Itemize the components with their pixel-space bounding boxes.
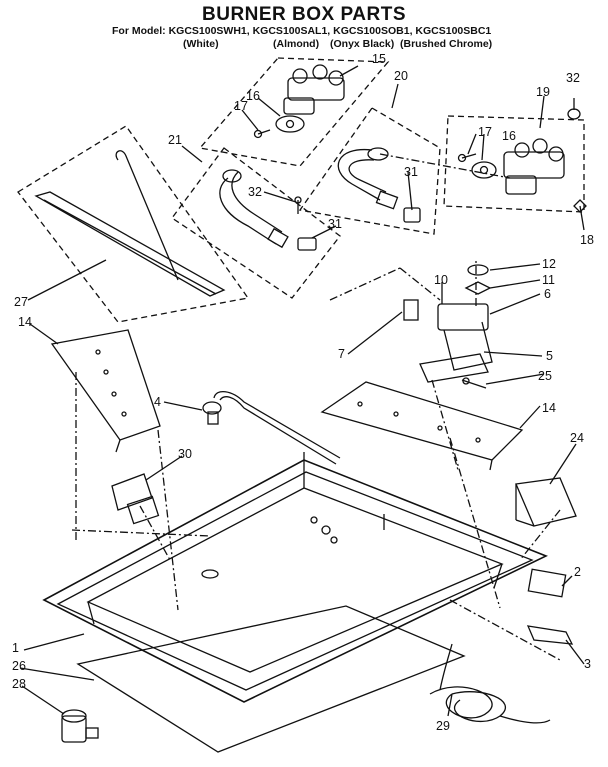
leader-lines	[71, 153, 561, 661]
part-burner-tube-21	[219, 169, 317, 251]
callout-32-left: 32	[248, 185, 262, 199]
callout-24: 24	[570, 431, 584, 445]
page-title: BURNER BOX PARTS	[202, 4, 406, 25]
callout-19: 19	[536, 85, 550, 99]
variant-almond: (Almond)	[273, 38, 320, 50]
callout-14-right: 14	[542, 401, 556, 415]
callout-17-right: 17	[478, 125, 492, 139]
part-side-panel-14a	[50, 329, 161, 453]
part-clip-18	[573, 199, 587, 213]
part-cover-24	[515, 477, 577, 527]
part-gas-line-4	[202, 391, 341, 465]
callout-32-right: 32	[566, 71, 580, 85]
callout-11: 11	[542, 273, 555, 287]
variant-onyx-black: (Onyx Black)	[330, 38, 395, 50]
part-wire-harness-29	[429, 643, 551, 724]
callout-labels: 1 2 3 4 5 6 7 10 11 12 14 14 15 16 16 17…	[12, 52, 594, 733]
callout-10: 10	[434, 273, 448, 287]
group-box-20	[298, 107, 441, 235]
group-box-27	[17, 125, 250, 323]
part-burner-tube-20	[337, 147, 421, 223]
part-burner-head-19	[471, 138, 565, 195]
callout-6: 6	[544, 287, 551, 301]
part-grommet-32b	[567, 108, 581, 120]
callout-26: 26	[12, 659, 26, 673]
callout-21: 21	[168, 133, 182, 147]
part-switch-2	[527, 568, 567, 598]
callout-17-left: 17	[234, 99, 248, 113]
variant-white: (White)	[183, 38, 219, 50]
callout-4: 4	[154, 395, 161, 409]
callout-30: 30	[178, 447, 192, 461]
callout-1: 1	[12, 641, 19, 655]
model-list: For Model: KGCS100SWH1, KGCS100SAL1, KGC…	[112, 25, 492, 37]
callout-12: 12	[542, 257, 556, 271]
variant-brushed-chrome: (Brushed Chrome)	[400, 38, 493, 50]
callout-14-left: 14	[18, 315, 32, 329]
part-screw-17a	[253, 129, 271, 139]
callout-lines	[19, 65, 585, 717]
callout-7: 7	[338, 347, 345, 361]
callout-5: 5	[546, 349, 553, 363]
callout-15: 15	[372, 52, 386, 66]
callout-28: 28	[12, 677, 26, 691]
group-box-21	[171, 147, 341, 299]
callout-2: 2	[574, 565, 581, 579]
callout-25: 25	[538, 369, 552, 383]
callout-16-right: 16	[502, 129, 516, 143]
callout-20: 20	[394, 69, 408, 83]
part-burner-head-15	[275, 64, 345, 133]
part-side-panel-14b	[320, 381, 524, 471]
callout-27: 27	[14, 295, 28, 309]
group-boxes	[17, 57, 585, 323]
part-burner-box-1	[42, 452, 548, 703]
part-screw-17b	[457, 153, 477, 163]
group-box-19	[443, 115, 585, 213]
part-screw-32a	[294, 196, 302, 214]
callout-31-right: 31	[404, 165, 418, 179]
part-valve-manifold	[403, 264, 493, 389]
callout-16-left: 16	[246, 89, 260, 103]
callout-18: 18	[580, 233, 594, 247]
part-clamp-3	[526, 625, 574, 645]
callout-29: 29	[436, 719, 450, 733]
part-bracket-30	[111, 473, 160, 525]
callout-3: 3	[584, 657, 591, 671]
group-box-15	[198, 57, 390, 167]
part-shield-bar-27	[34, 150, 226, 297]
callout-31-left: 31	[328, 217, 342, 231]
part-bottom-plate-26	[76, 605, 466, 753]
part-fitting-28	[61, 709, 99, 743]
